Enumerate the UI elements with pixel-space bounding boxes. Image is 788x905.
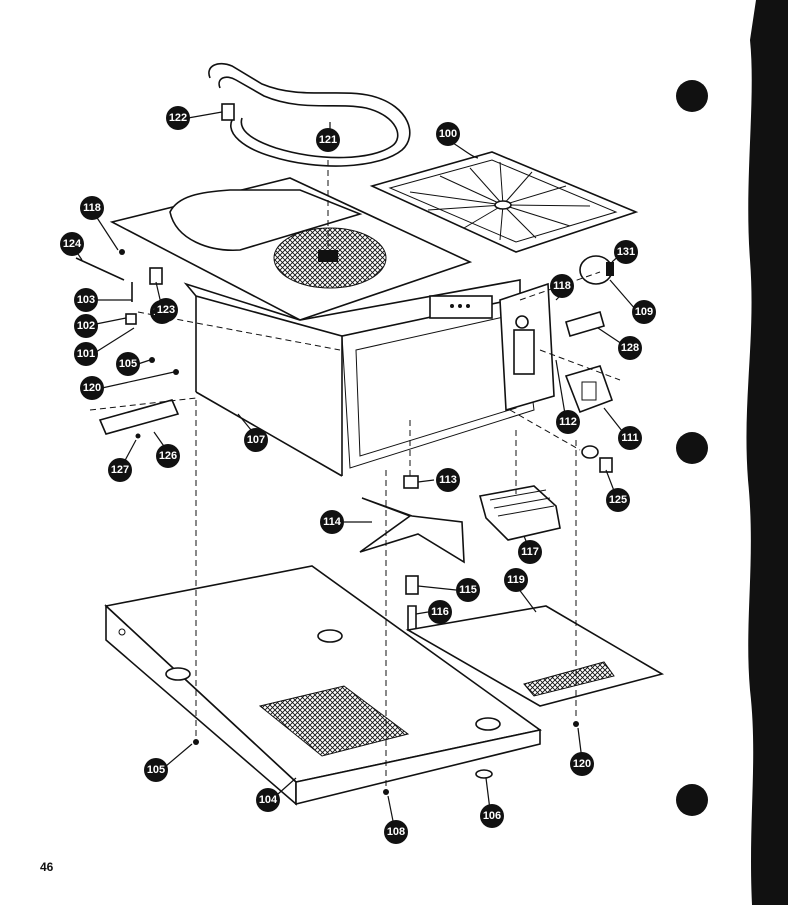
callout-105-top-label: 105: [119, 358, 137, 370]
callout-127: 127: [108, 458, 132, 482]
callout-103-label: 103: [77, 294, 95, 306]
bottom-plate-part: [104, 565, 542, 806]
callout-121-label: 121: [319, 134, 337, 146]
callout-104: 104: [256, 788, 280, 812]
callout-120-bottom: 120: [570, 752, 594, 776]
callout-119: 119: [504, 568, 528, 592]
callout-113-label: 113: [439, 474, 457, 486]
top-panel-part: [109, 160, 473, 321]
callout-116-label: 116: [431, 606, 449, 618]
callout-100-label: 100: [439, 128, 457, 140]
callout-108: 108: [384, 820, 408, 844]
callout-120-left: 120: [80, 376, 104, 400]
callout-105-bottom: 105: [144, 758, 168, 782]
callout-112: 112: [556, 410, 580, 434]
cabinet-frame-part: [183, 279, 535, 477]
callout-118-right-label: 118: [553, 280, 571, 292]
callout-128-label: 128: [621, 342, 639, 354]
callout-124: 124: [60, 232, 84, 256]
callout-127-label: 127: [111, 464, 129, 476]
callout-105-top: 105: [116, 352, 140, 376]
bottom-fasteners: [193, 721, 579, 795]
callout-114: 114: [320, 510, 344, 534]
scan-binding-edge: [746, 0, 788, 905]
callout-131: 131: [614, 240, 638, 264]
callout-117: 117: [518, 540, 542, 564]
callout-109: 109: [632, 300, 656, 324]
callout-106: 106: [480, 804, 504, 828]
callout-115-label: 115: [459, 584, 477, 596]
callout-107-label: 107: [247, 434, 265, 446]
callout-105-bottom-label: 105: [147, 764, 165, 776]
callout-118-right: 118: [550, 274, 574, 298]
callout-123: 123: [154, 298, 178, 322]
callout-122-label: 122: [169, 112, 187, 124]
gasket-ring-part: [208, 62, 411, 167]
callout-126-label: 126: [159, 450, 177, 462]
callout-120-bottom-label: 120: [573, 758, 591, 770]
callout-125: 125: [606, 488, 630, 512]
callout-122: 122: [166, 106, 190, 130]
callout-118-left-label: 118: [83, 202, 101, 214]
callout-123-label: 123: [157, 304, 175, 316]
page-number: 46: [40, 860, 54, 874]
small-clip-part: [581, 445, 599, 459]
callout-118-left: 118: [80, 196, 104, 220]
fan-motor-part: [579, 255, 614, 285]
callout-126: 126: [156, 444, 180, 468]
callout-113: 113: [436, 468, 460, 492]
callout-114-label: 114: [323, 516, 342, 528]
callout-101-label: 101: [77, 348, 95, 360]
drip-tray-part: [369, 151, 639, 253]
callout-120-left-label: 120: [83, 382, 101, 394]
callout-109-label: 109: [635, 306, 653, 318]
callout-128: 128: [618, 336, 642, 360]
callout-121: 121: [316, 128, 340, 152]
callout-111-label: 111: [621, 432, 638, 444]
magnetron-part: [478, 485, 561, 541]
callout-103: 103: [74, 288, 98, 312]
callout-131-label: 131: [617, 246, 635, 258]
callout-102: 102: [74, 314, 98, 338]
switch-part: [599, 457, 613, 473]
callout-117-label: 117: [521, 546, 539, 558]
terminal-block-part: [565, 311, 605, 337]
relay-part: [564, 365, 614, 414]
callout-115: 115: [456, 578, 480, 602]
callout-104-label: 104: [259, 794, 278, 806]
vent-filter-part: [405, 605, 665, 707]
binder-holes: [676, 80, 708, 816]
callout-116: 116: [428, 600, 452, 624]
callout-108-label: 108: [387, 826, 405, 838]
callout-100: 100: [436, 122, 460, 146]
callout-111: 111: [618, 426, 642, 450]
callout-101: 101: [74, 342, 98, 366]
callout-106-label: 106: [483, 810, 501, 822]
callout-125-label: 125: [609, 494, 627, 506]
callout-102-label: 102: [77, 320, 95, 332]
callout-124-label: 124: [63, 238, 82, 250]
callout-112-label: 112: [559, 416, 577, 428]
callout-107: 107: [244, 428, 268, 452]
callout-119-label: 119: [507, 574, 525, 586]
control-bracket-part: [499, 282, 555, 412]
left-hardware-parts: [75, 249, 180, 439]
